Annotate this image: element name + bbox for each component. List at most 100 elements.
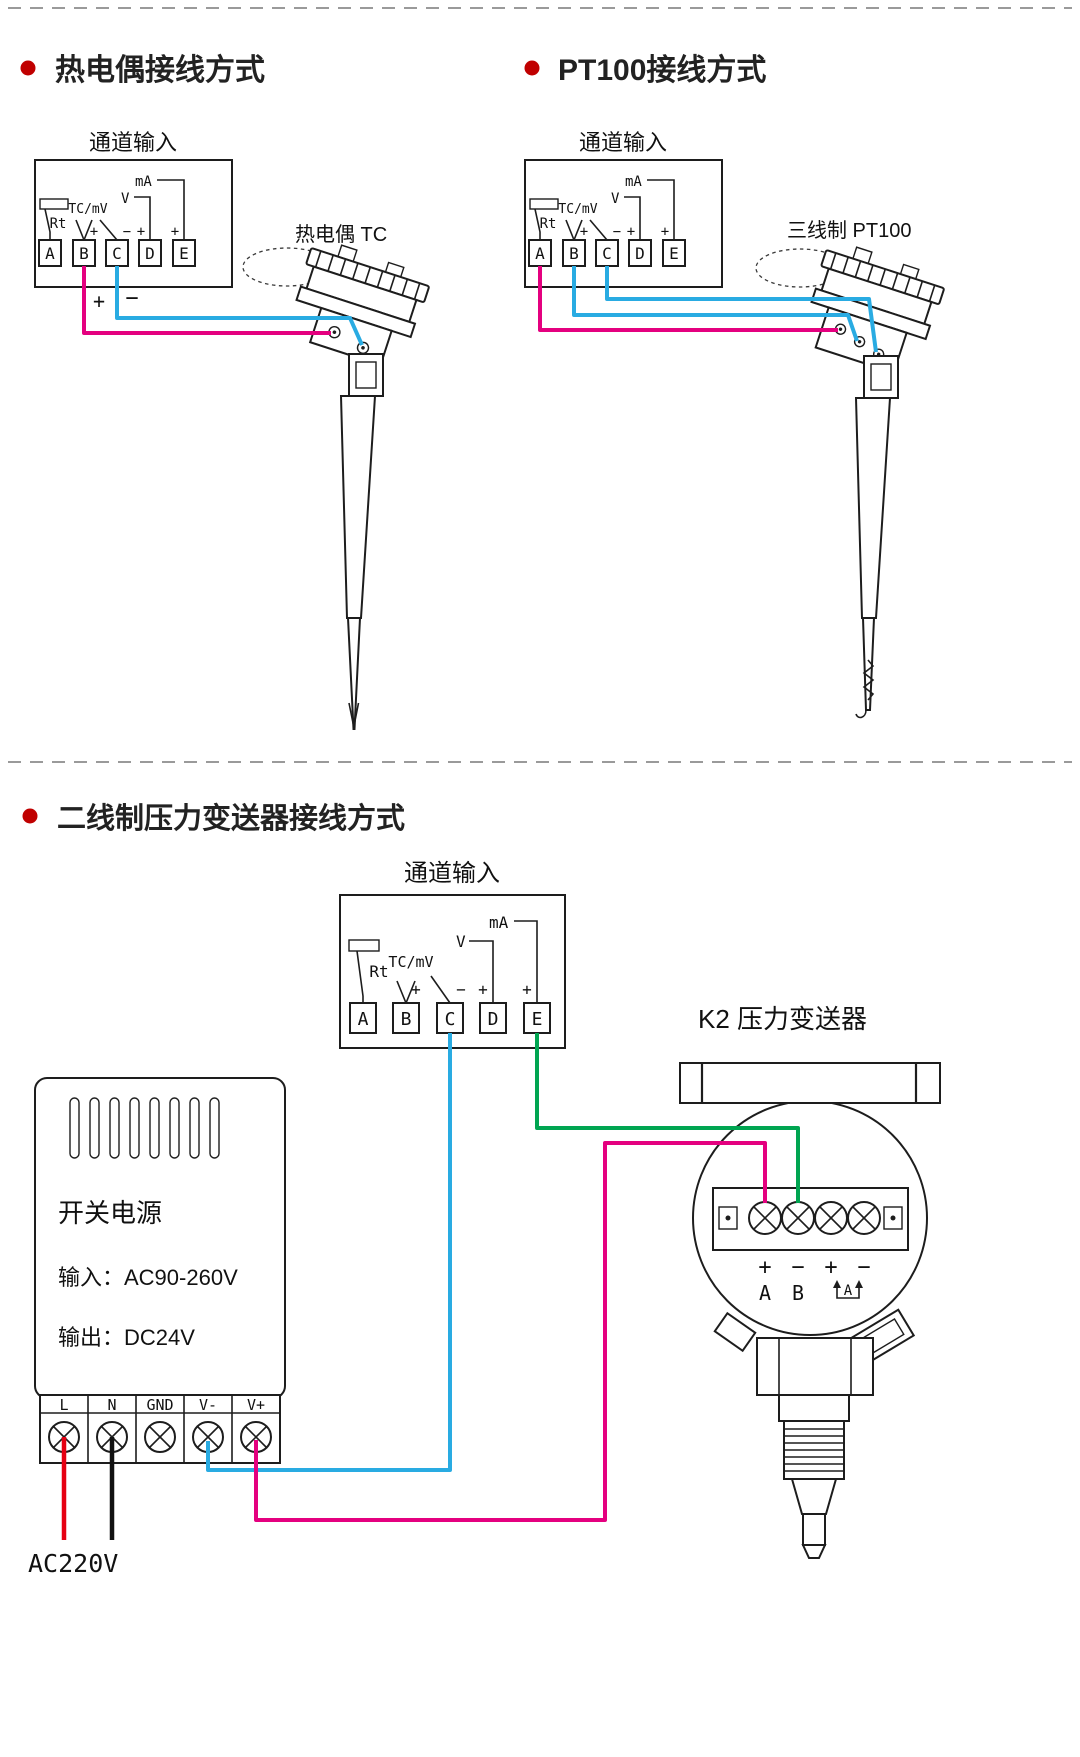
power-supply-input-spec: 输入：AC90-260V [58, 1265, 238, 1290]
transmitter-label: K2 压力变送器 [698, 1004, 867, 1034]
terminal-e [172, 239, 196, 267]
wire-cyan-pt100-b [572, 266, 859, 342]
sign-minus: − [791, 1255, 804, 1280]
terminal-e-label: E [532, 1009, 543, 1030]
terminal-b-label: B [569, 244, 579, 263]
terminal-c-label: C [112, 244, 122, 263]
minus-sign: − [123, 224, 131, 240]
plus-sign: + [627, 224, 635, 240]
tc-sensor-label: 热电偶 TC [295, 223, 387, 246]
plus-sign: + [580, 224, 588, 240]
terminal-box-outline [34, 159, 233, 288]
wire-polarity-minus: − [125, 286, 138, 311]
sign-plus: + [824, 1255, 837, 1280]
vent-slots [69, 1097, 220, 1159]
loop-letter-a: A [844, 1283, 853, 1299]
terminal-e [662, 239, 686, 267]
rt-resistor-symbol [529, 198, 559, 210]
plus-sign: + [522, 980, 532, 999]
minus-sign: − [613, 224, 621, 240]
terminal-vminus-label: V- [199, 1396, 217, 1414]
pressure-transmitter: K2 压力变送器 [679, 1004, 941, 1559]
bullet-icon [22, 808, 38, 824]
plus-sign: + [171, 224, 179, 240]
letter-b: B [792, 1281, 804, 1305]
v-label: V [121, 191, 130, 207]
bullet-icon [20, 60, 36, 76]
terminal-d-label: D [145, 244, 155, 263]
wire-cyan-vminus [206, 1033, 452, 1472]
terminal-a-label: A [45, 244, 55, 263]
process-connection [756, 1337, 874, 1559]
channel-input-box-tc: 通道输入 Rt TC/mV V mA + − + + A B C D E [34, 130, 233, 288]
rt-label: Rt [540, 216, 557, 232]
rt-resistor-symbol [348, 939, 380, 952]
pt100-sensor: 三线制 PT100 [755, 219, 945, 719]
wire-magenta-pt100 [538, 266, 838, 332]
terminal-b-label: B [79, 244, 89, 263]
terminal-c-label: C [602, 244, 612, 263]
tc-neck [348, 353, 384, 397]
power-supply-output-spec: 输出：DC24V [58, 1325, 195, 1350]
sign-minus: − [857, 1255, 870, 1280]
rtd-element-symbol [862, 659, 875, 701]
current-loop-symbol: A [833, 1280, 863, 1299]
terminal-d [479, 1002, 507, 1034]
terminal-d-label: D [635, 244, 645, 263]
wire-polarity-plus: + [93, 289, 105, 313]
channel-input-box-pt100: 通道输入 Rt TC/mV V mA + − + + A B C D E [524, 130, 723, 288]
pt100-probe-tube [854, 397, 892, 619]
channel-input-title: 通道输入 [89, 130, 177, 155]
minus-sign: − [456, 980, 466, 999]
terminal-d-label: D [488, 1009, 499, 1030]
thermocouple-sensor: 热电偶 TC [242, 223, 430, 730]
plus-sign: + [90, 224, 98, 240]
power-supply-name: 开关电源 [58, 1198, 162, 1228]
transmitter-housing-top [679, 1062, 941, 1104]
terminal-a-label: A [358, 1009, 369, 1030]
sign-plus: + [758, 1255, 771, 1280]
ma-label: mA [489, 913, 509, 932]
tcmv-label: TC/mV [388, 953, 433, 971]
plus-sign: + [661, 224, 669, 240]
mounting-tab-left [713, 1311, 757, 1353]
terminal-d [628, 239, 652, 267]
rt-label: Rt [50, 216, 67, 232]
tcmv-label: TC/mV [558, 202, 597, 217]
input-schematic: Rt TC/mV V mA + − + + [348, 913, 538, 1006]
pt100-sensor-label: 三线制 PT100 [787, 219, 911, 242]
tcmv-label: TC/mV [68, 202, 107, 217]
v-label: V [456, 932, 466, 951]
v-label: V [611, 191, 620, 207]
mains-voltage-label: AC220V [28, 1549, 118, 1578]
power-supply: 开关电源 输入：AC90-260V 输出：DC24V L N GND V- V+ [34, 1077, 286, 1464]
plus-sign: + [137, 224, 145, 240]
probe-tip-hook [855, 709, 867, 719]
ma-label: mA [135, 174, 152, 190]
terminal-b [392, 1002, 420, 1034]
letter-a: A [759, 1281, 771, 1305]
input-schematic: Rt TC/mV V mA + − + + [529, 174, 675, 243]
channel-input-title: 通道输入 [579, 130, 667, 155]
wire-magenta-tc [82, 266, 331, 335]
power-terminal-strip: L N GND V- V+ [39, 1394, 281, 1464]
pressure-section-title: 二线制压力变送器接线方式 [57, 801, 405, 835]
wire-green-loop [535, 1033, 800, 1203]
pt100-section-title: PT100接线方式 [558, 53, 766, 87]
ma-label: mA [625, 174, 642, 190]
terminal-box-outline [524, 159, 723, 288]
terminal-a-label: A [535, 244, 545, 263]
terminal-a [38, 239, 62, 267]
terminal-gnd-label: GND [146, 1396, 173, 1414]
tc-probe-tip [346, 617, 362, 730]
tc-probe-tube [339, 395, 377, 619]
terminal-c-label: C [445, 1009, 456, 1030]
wire-magenta-vplus [254, 1141, 767, 1522]
terminal-vplus-label: V+ [247, 1396, 265, 1414]
terminal-n-label: N [107, 1396, 116, 1414]
terminal-d [138, 239, 162, 267]
terminal-e-label: E [669, 244, 679, 263]
channel-input-box-pressure: 通道输入 Rt TC/mV V mA + − + + A B C D E [339, 860, 566, 1049]
plus-sign: + [411, 980, 421, 999]
